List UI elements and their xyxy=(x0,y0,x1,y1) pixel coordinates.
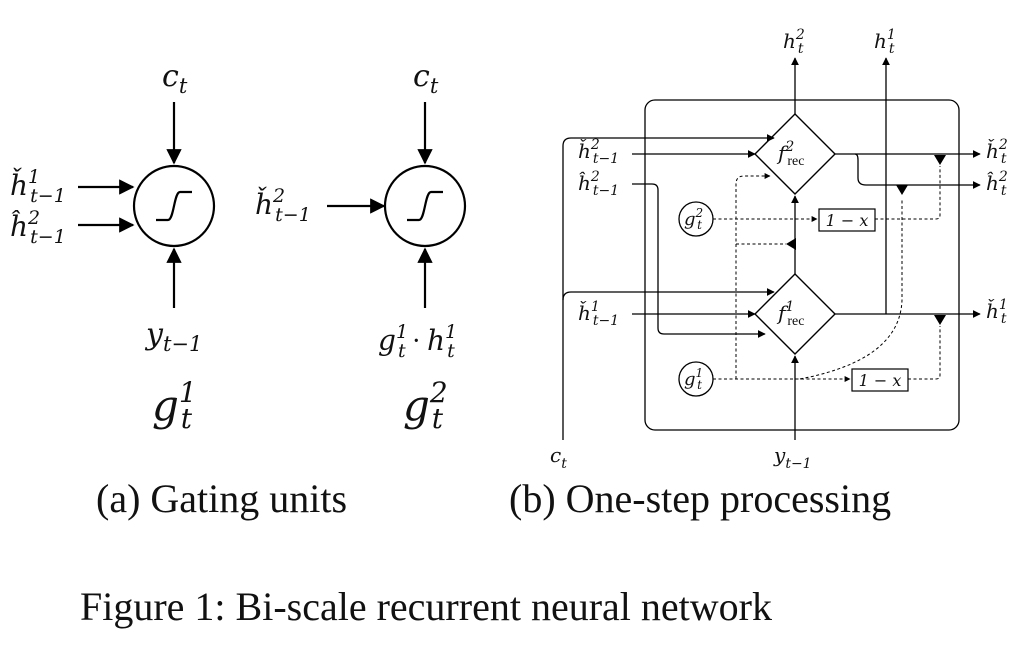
dash-box-to-mul-top xyxy=(875,166,941,220)
arrow-out-hh2 xyxy=(854,153,981,189)
dash-box-to-mul-bottom xyxy=(908,326,941,380)
one-minus-x-box-bottom xyxy=(851,368,909,392)
one-minus-x-box-top xyxy=(818,208,876,232)
arrow-c-to-f1 xyxy=(562,288,775,301)
figure-caption: Figure 1: Bi-scale recurrent neural netw… xyxy=(80,584,772,629)
f-rec-1-node xyxy=(754,273,836,355)
label-c: ct xyxy=(550,443,567,472)
mul-node-mid xyxy=(786,238,796,250)
mul-node-bottom xyxy=(934,315,946,325)
one-minus-x-label-bottom: 1 − x xyxy=(859,371,902,390)
label-c: ct xyxy=(413,59,439,98)
sigmoid-icon xyxy=(407,190,443,222)
mul-node-top xyxy=(934,155,946,165)
one-minus-x-label-top: 1 − x xyxy=(826,211,869,230)
sigmoid-icon xyxy=(156,190,192,222)
label-c: ct xyxy=(162,59,188,98)
gate-circle-1 xyxy=(132,164,216,248)
arrow-c-to-f2 xyxy=(562,134,775,440)
label-y: yt−1 xyxy=(144,317,202,356)
caption-a: (a) Gating units xyxy=(96,476,347,521)
dash-g1-to-f2 xyxy=(735,173,771,379)
dash-g1-to-mul-hat xyxy=(799,200,903,380)
label-y: yt−1 xyxy=(773,443,812,472)
arrow-in-hh2 xyxy=(632,183,766,338)
caption-b: (b) One-step processing xyxy=(509,476,891,521)
mul-node-hat xyxy=(896,185,908,195)
processing-box xyxy=(644,99,960,431)
